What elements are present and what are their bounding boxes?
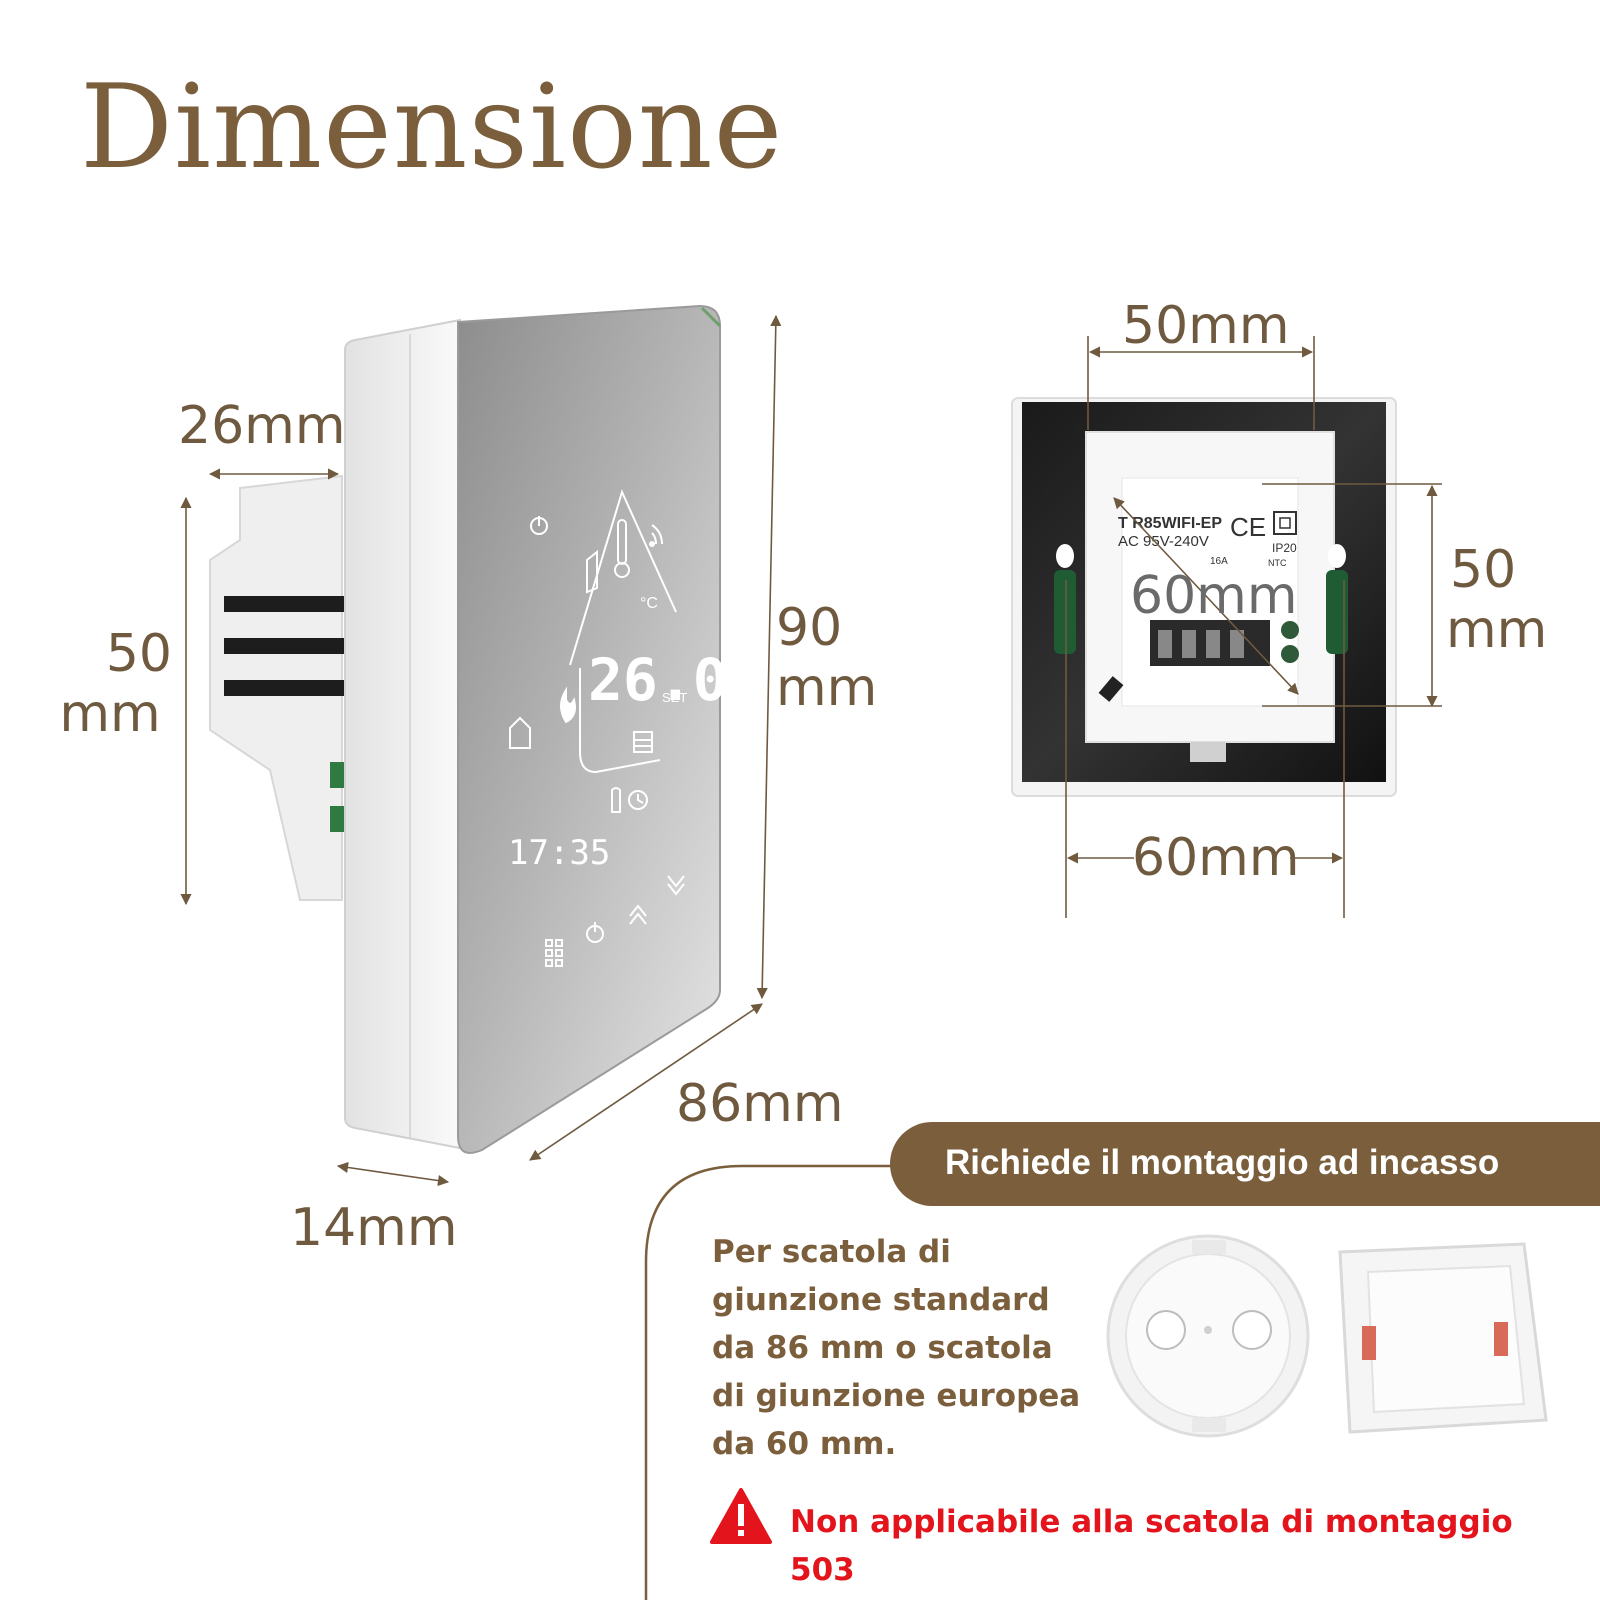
radiator-icon xyxy=(633,731,653,753)
back-top-label: 50mm xyxy=(1122,296,1290,356)
flame-icon xyxy=(560,686,576,724)
back-right-label: 50 mm xyxy=(1446,540,1576,660)
set-label: SET xyxy=(662,690,687,705)
module-height-unit: mm xyxy=(59,684,161,744)
down-arrow-icon xyxy=(667,875,685,896)
mounting-description: Per scatola di giunzione standard da 86 … xyxy=(712,1228,1102,1468)
model-label: T R85WIFI-EP xyxy=(1118,515,1222,532)
celsius-unit: °C xyxy=(640,595,658,612)
house-outline xyxy=(569,489,677,666)
display-outline xyxy=(579,668,661,774)
description-line: di giunzione europea xyxy=(712,1378,1081,1414)
frame-edge xyxy=(344,318,461,1150)
clock-icon xyxy=(628,790,648,810)
glass-panel xyxy=(457,304,721,1154)
depth-label: 26mm xyxy=(178,396,346,456)
thermostat-side-view: 26.0 SET °C 17:35 xyxy=(209,304,728,1154)
back-right-value: 50 xyxy=(1450,540,1517,600)
panel-outline xyxy=(644,1164,900,1600)
height-dimension-line xyxy=(756,314,782,1000)
back-bottom-label: 60mm xyxy=(1132,828,1300,888)
description-line: da 60 mm. xyxy=(712,1426,897,1462)
description-line: Per scatola di xyxy=(712,1234,951,1270)
warning-text: Non applicabile alla scatola di montaggi… xyxy=(790,1504,1513,1588)
hand-icon xyxy=(611,787,621,813)
time-readout: 17:35 xyxy=(508,833,610,873)
power-button-icon xyxy=(586,922,604,943)
description-line: giunzione standard xyxy=(712,1282,1050,1318)
ce-mark-icon: CE xyxy=(1230,512,1266,542)
height-label: 90 mm xyxy=(776,598,896,718)
chimney-mark xyxy=(586,549,598,594)
menu-icon xyxy=(545,939,563,967)
module-height-value: 50 xyxy=(105,624,172,684)
thickness-dimension-line xyxy=(336,1161,450,1187)
back-module xyxy=(209,474,344,901)
wifi-icon xyxy=(649,524,663,547)
width-label: 86mm xyxy=(676,1074,844,1134)
height-unit: mm xyxy=(776,658,878,718)
square-junction-box xyxy=(1338,1242,1548,1434)
back-right-unit: mm xyxy=(1446,600,1548,660)
mounting-banner xyxy=(890,1122,1600,1206)
page-title: Dimensione xyxy=(80,60,784,195)
power-icon xyxy=(530,516,548,535)
mounting-banner-text: Richiede il montaggio ad incasso xyxy=(945,1143,1500,1182)
warning-icon xyxy=(710,1488,772,1544)
width-dimension-line xyxy=(529,1003,763,1161)
module-height-label: 50 mm xyxy=(40,624,180,744)
voltage-label: AC 95V-240V xyxy=(1118,533,1209,550)
ip-label: IP20 xyxy=(1272,541,1297,555)
back-diagonal-label: 60mm xyxy=(1130,566,1298,626)
up-arrow-icon xyxy=(629,904,647,925)
description-line: da 86 mm o scatola xyxy=(712,1330,1053,1366)
home-icon xyxy=(509,716,531,749)
thickness-label: 14mm xyxy=(290,1198,458,1258)
back-diagonal-dimension-line xyxy=(1113,497,1299,695)
temperature-readout: 26.0 xyxy=(588,646,728,714)
thermometer-icon xyxy=(614,519,630,578)
round-junction-box xyxy=(1106,1234,1310,1438)
height-value: 90 xyxy=(776,598,843,658)
